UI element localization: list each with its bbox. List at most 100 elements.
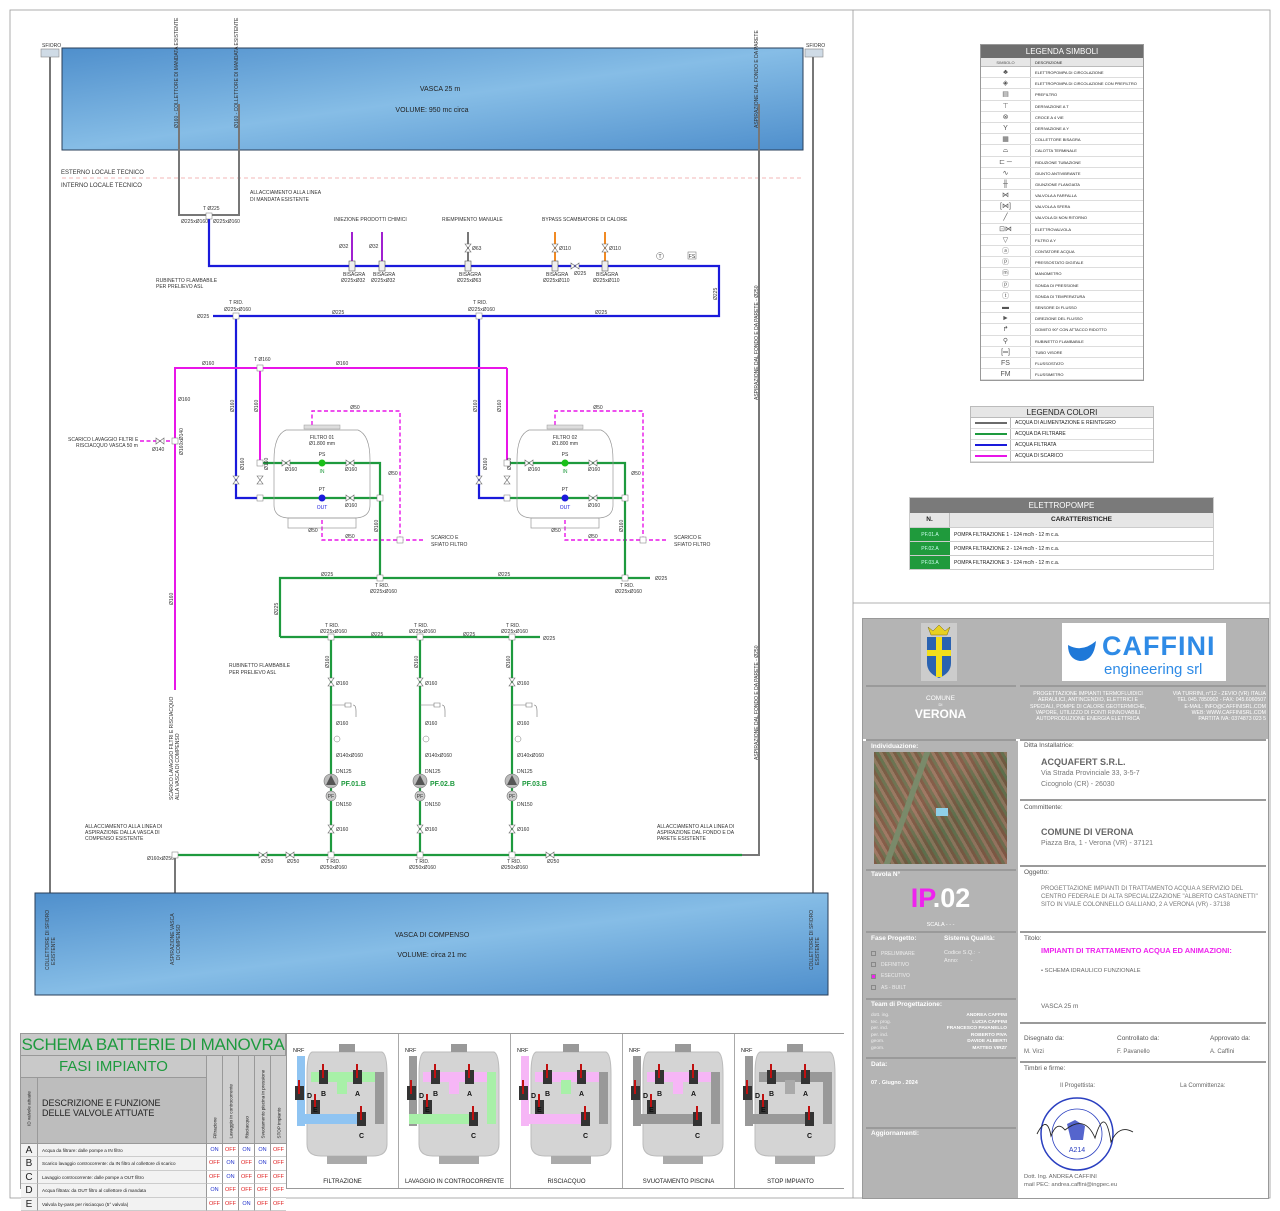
svg-text:PT: PT: [562, 487, 568, 493]
svg-text:SCARICO LAVAGGIO FILTRI E RISC: SCARICO LAVAGGIO FILTRI E RISCIACQUO: [169, 697, 175, 800]
valve-description: Acqua filtrata: da OUT filtro al collett…: [38, 1184, 206, 1198]
valve-d-label: D: [531, 1093, 536, 1100]
svg-text:PF: PF: [328, 794, 334, 800]
tee-fitting-icon: [503, 459, 511, 467]
valve-state: OFF: [270, 1170, 286, 1185]
committenza-label: La Committenza:: [1180, 1083, 1226, 1089]
legend-symbol-row: ⊗CROCE A 4 VIE: [981, 111, 1143, 123]
pipe-diameter-label: Ø160: [414, 656, 420, 668]
fase-label: PRELIMINARE: [881, 951, 915, 957]
valve-state: OFF: [222, 1184, 238, 1198]
svg-text:Ø225xØ160: Ø225xØ160: [224, 307, 251, 313]
legend-symbol-label: CONTATORE ACQUA: [1035, 249, 1075, 254]
symbol-legend-title: LEGENDA SIMBOLI: [981, 45, 1143, 58]
pumps-table-title: ELETTROPOMPE: [910, 498, 1213, 513]
fase-item: AS - BUILT: [871, 983, 915, 994]
legend-symbol-label: GIUNTO ANTIVIBRANTE: [1035, 170, 1081, 176]
pec-email: mail PEC: andrea.caffini@ingpec.eu: [1024, 1182, 1118, 1188]
tee-fitting-icon: [416, 633, 424, 641]
svg-text:Ø160: Ø160: [374, 520, 380, 532]
pipe-diameter-label: Ø140xØ160: [336, 753, 363, 759]
color-legend-row: ACQUA DI SCARICO: [971, 451, 1153, 462]
sheet-frame: [9, 9, 1271, 1199]
legend-symbol-label: GIUNZIONE FLANGIATA: [1035, 181, 1080, 187]
butterfly-valve-icon: [503, 475, 511, 485]
pipe-diameter-label: DN125: [336, 769, 352, 775]
legend-symbol-label: CROCE A 4 VIE: [1035, 114, 1064, 120]
svg-text:Ø160: Ø160: [588, 467, 600, 473]
svg-text:Ø225xØ160: Ø225xØ160: [468, 307, 495, 313]
svg-text:Ø160xØ140: Ø160xØ140: [179, 428, 185, 455]
tee-fitting-icon: [621, 494, 629, 502]
svg-text:BYPASS SCAMBIATORE DI CALORE: BYPASS SCAMBIATORE DI CALORE: [542, 217, 628, 223]
phase-column-header: Svuotamento piscina in pressione: [254, 1056, 270, 1144]
verona-coat-of-arms: [921, 623, 957, 681]
butterfly-valve-icon: [545, 851, 555, 859]
legend-symbol-row: ▽FILTRO A Y: [981, 234, 1143, 246]
outlet-pipe: [409, 1114, 477, 1124]
valve-state: OFF: [254, 1197, 270, 1211]
svg-text:A214: A214: [1069, 1147, 1085, 1154]
tee-icon: ⊤: [981, 100, 1031, 111]
tee-fitting-icon: [256, 459, 264, 467]
svg-text:RUBINETTO FLAMBABILE: RUBINETTO FLAMBABILE: [156, 278, 218, 284]
mandata-label: Ø160 - COLLETTORE DI MANDATA ESISTENTE: [174, 17, 180, 128]
svg-text:BISAGRA: BISAGRA: [546, 272, 569, 278]
tee-fitting-icon: [205, 212, 213, 220]
valve-e-label: E: [761, 1107, 766, 1114]
temperature-probe-icon: T: [656, 252, 664, 260]
legend-symbol-row: ╫GIUNZIONE FLANGIATA: [981, 178, 1143, 191]
team-role: geom.: [871, 1045, 885, 1051]
filter-01: [273, 424, 371, 529]
legend-symbol-row: [═]TUBO VISORE: [981, 346, 1143, 358]
pipe-diameter-label: Ø160: [325, 656, 331, 668]
tee-fitting-icon: [376, 494, 384, 502]
team-role: dott. ing.: [871, 1013, 890, 1018]
sight-glass-icon: [512, 702, 538, 717]
butterfly-valve-icon: [524, 459, 534, 467]
color-legend: LEGENDA COLORI ACQUA DI ALIMENTAZIONE E …: [970, 406, 1154, 463]
valve-id: D: [21, 1184, 38, 1198]
valve-c-label: C: [695, 1133, 700, 1140]
valve-b-label: B: [321, 1091, 326, 1098]
end-cap-icon: ⌓: [981, 145, 1031, 156]
valve-state: OFF: [238, 1157, 254, 1171]
butterfly-valve-icon: [345, 459, 355, 467]
butterfly-valve-icon: [601, 243, 609, 253]
oggetto-text: PROGETTAZIONE IMPIANTI DI TRATTAMENTO AC…: [1041, 886, 1258, 908]
color-legend-label: ACQUA DI ALIMENTAZIONE E REINTEGRO: [1015, 420, 1116, 426]
color-legend-label: ACQUA DI SCARICO: [1015, 453, 1064, 459]
approvato-value: A. Caffini: [1210, 1049, 1235, 1055]
svg-text:Ø225: Ø225: [498, 572, 510, 578]
team-member: geom.DAVIDE ALBERTI: [871, 1039, 1007, 1046]
pump-columns: Ø160Ø160Ø140xØ160DN125DN150Ø160Ø160PFPF.…: [323, 656, 547, 833]
valve-state: OFF: [222, 1197, 238, 1211]
ditta-city: Cicognolo (CR) - 26030: [1041, 781, 1115, 788]
svg-text:Ø160: Ø160: [345, 467, 357, 473]
valve-state: OFF: [206, 1197, 222, 1211]
valve-b-label: B: [769, 1091, 774, 1098]
scarico-sfiato-label: SCARICO E: [431, 535, 459, 541]
valve-e-label: E: [649, 1107, 654, 1114]
svg-text:Ø160: Ø160: [169, 593, 175, 605]
pump-icon: ♣: [981, 67, 1031, 78]
butterfly-valve-icon: [508, 677, 516, 687]
svg-text:ASPIRAZIONE VASCA: ASPIRAZIONE VASCA: [170, 913, 176, 965]
svg-text:PF: PF: [417, 794, 423, 800]
tee-fitting-icon: [327, 633, 335, 641]
svg-text:Ø160: Ø160: [345, 503, 357, 509]
manifold-icon: ▦: [981, 134, 1031, 145]
team-member: per. ind.ROBERTO PIVA: [871, 1033, 1007, 1040]
team-role: per. ind.: [871, 1026, 889, 1032]
location-aerial-map: [874, 752, 1007, 864]
svg-text:ASPIRAZIONE DALLA VASCA DI: ASPIRAZIONE DALLA VASCA DI: [85, 830, 160, 836]
tee-fitting-icon: [639, 536, 647, 544]
svg-text:Ø225xØ110: Ø225xØ110: [543, 278, 570, 284]
date: 07 . Giugno . 2024: [871, 1080, 918, 1086]
